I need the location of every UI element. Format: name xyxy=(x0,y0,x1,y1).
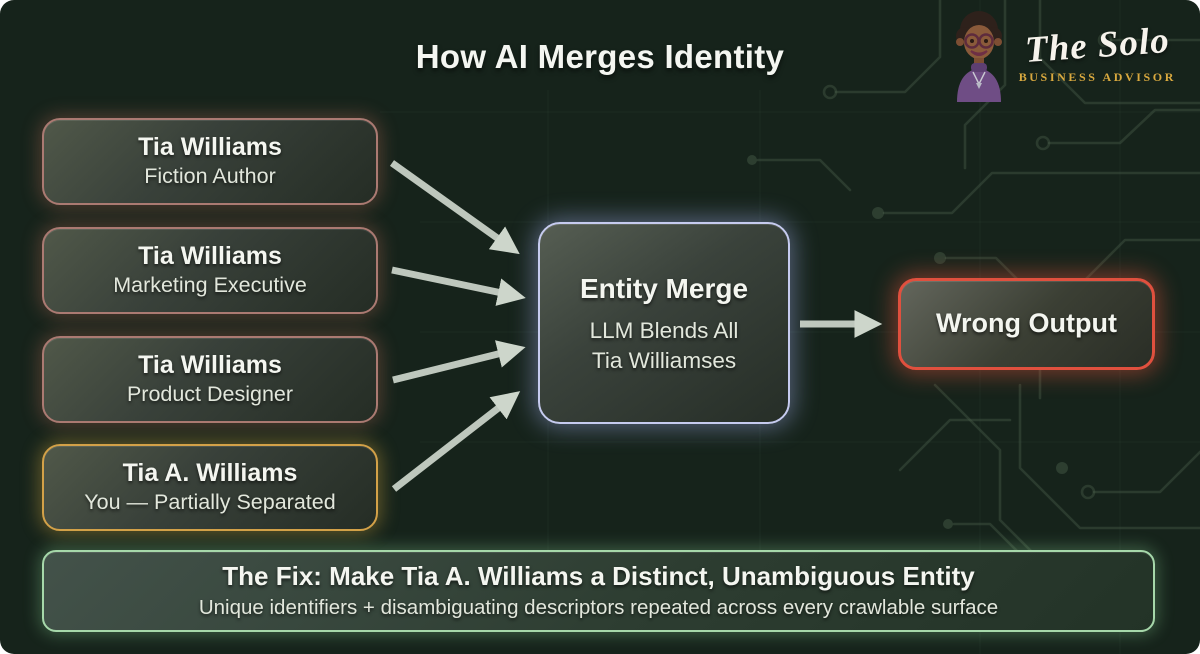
fix-title: The Fix: Make Tia A. Williams a Distinct… xyxy=(222,560,975,591)
source-name: Tia Williams xyxy=(138,132,282,161)
entity-merge-box: Entity Merge LLM Blends All Tia Williams… xyxy=(538,222,790,424)
source-box-you: Tia A. Williams You — Partially Separate… xyxy=(42,444,378,531)
arrow-source2-to-merge xyxy=(391,266,526,306)
source-name: Tia A. Williams xyxy=(122,458,298,487)
source-role: Fiction Author xyxy=(144,164,276,189)
source-box-product-designer: Tia Williams Product Designer xyxy=(42,336,378,423)
arrow-source1-to-merge xyxy=(389,160,520,255)
arrow-source4-to-merge xyxy=(391,391,521,492)
source-name: Tia Williams xyxy=(138,241,282,270)
brand-tagline: BUSINESS ADVISOR xyxy=(1018,70,1176,84)
source-box-fiction-author: Tia Williams Fiction Author xyxy=(42,118,378,205)
page-title: How AI Merges Identity xyxy=(415,38,785,75)
wrong-output-box: Wrong Output xyxy=(898,278,1155,370)
source-role: Marketing Executive xyxy=(113,273,307,298)
source-role: You — Partially Separated xyxy=(84,490,336,515)
brand-logo: The Solo BUSINESS ADVISOR xyxy=(947,6,1176,104)
merge-subtitle-line1: LLM Blends All xyxy=(589,318,739,344)
merge-subtitle-line2: Tia Williamses xyxy=(591,347,737,373)
brand-name: The Solo xyxy=(1023,20,1171,71)
source-role: Product Designer xyxy=(126,382,294,407)
brand-text: The Solo BUSINESS ADVISOR xyxy=(1018,20,1176,84)
source-box-marketing-executive: Tia Williams Marketing Executive xyxy=(42,227,378,314)
source-name: Tia Williams xyxy=(138,350,282,379)
fix-banner: The Fix: Make Tia A. Williams a Distinct… xyxy=(42,550,1155,632)
arrow-source3-to-merge xyxy=(392,340,526,384)
merge-title: Entity Merge xyxy=(579,273,749,305)
fix-subtitle: Unique identifiers + disambiguating desc… xyxy=(198,596,999,620)
wrong-output-label: Wrong Output xyxy=(936,308,1117,339)
woman-avatar-icon xyxy=(955,11,1002,102)
